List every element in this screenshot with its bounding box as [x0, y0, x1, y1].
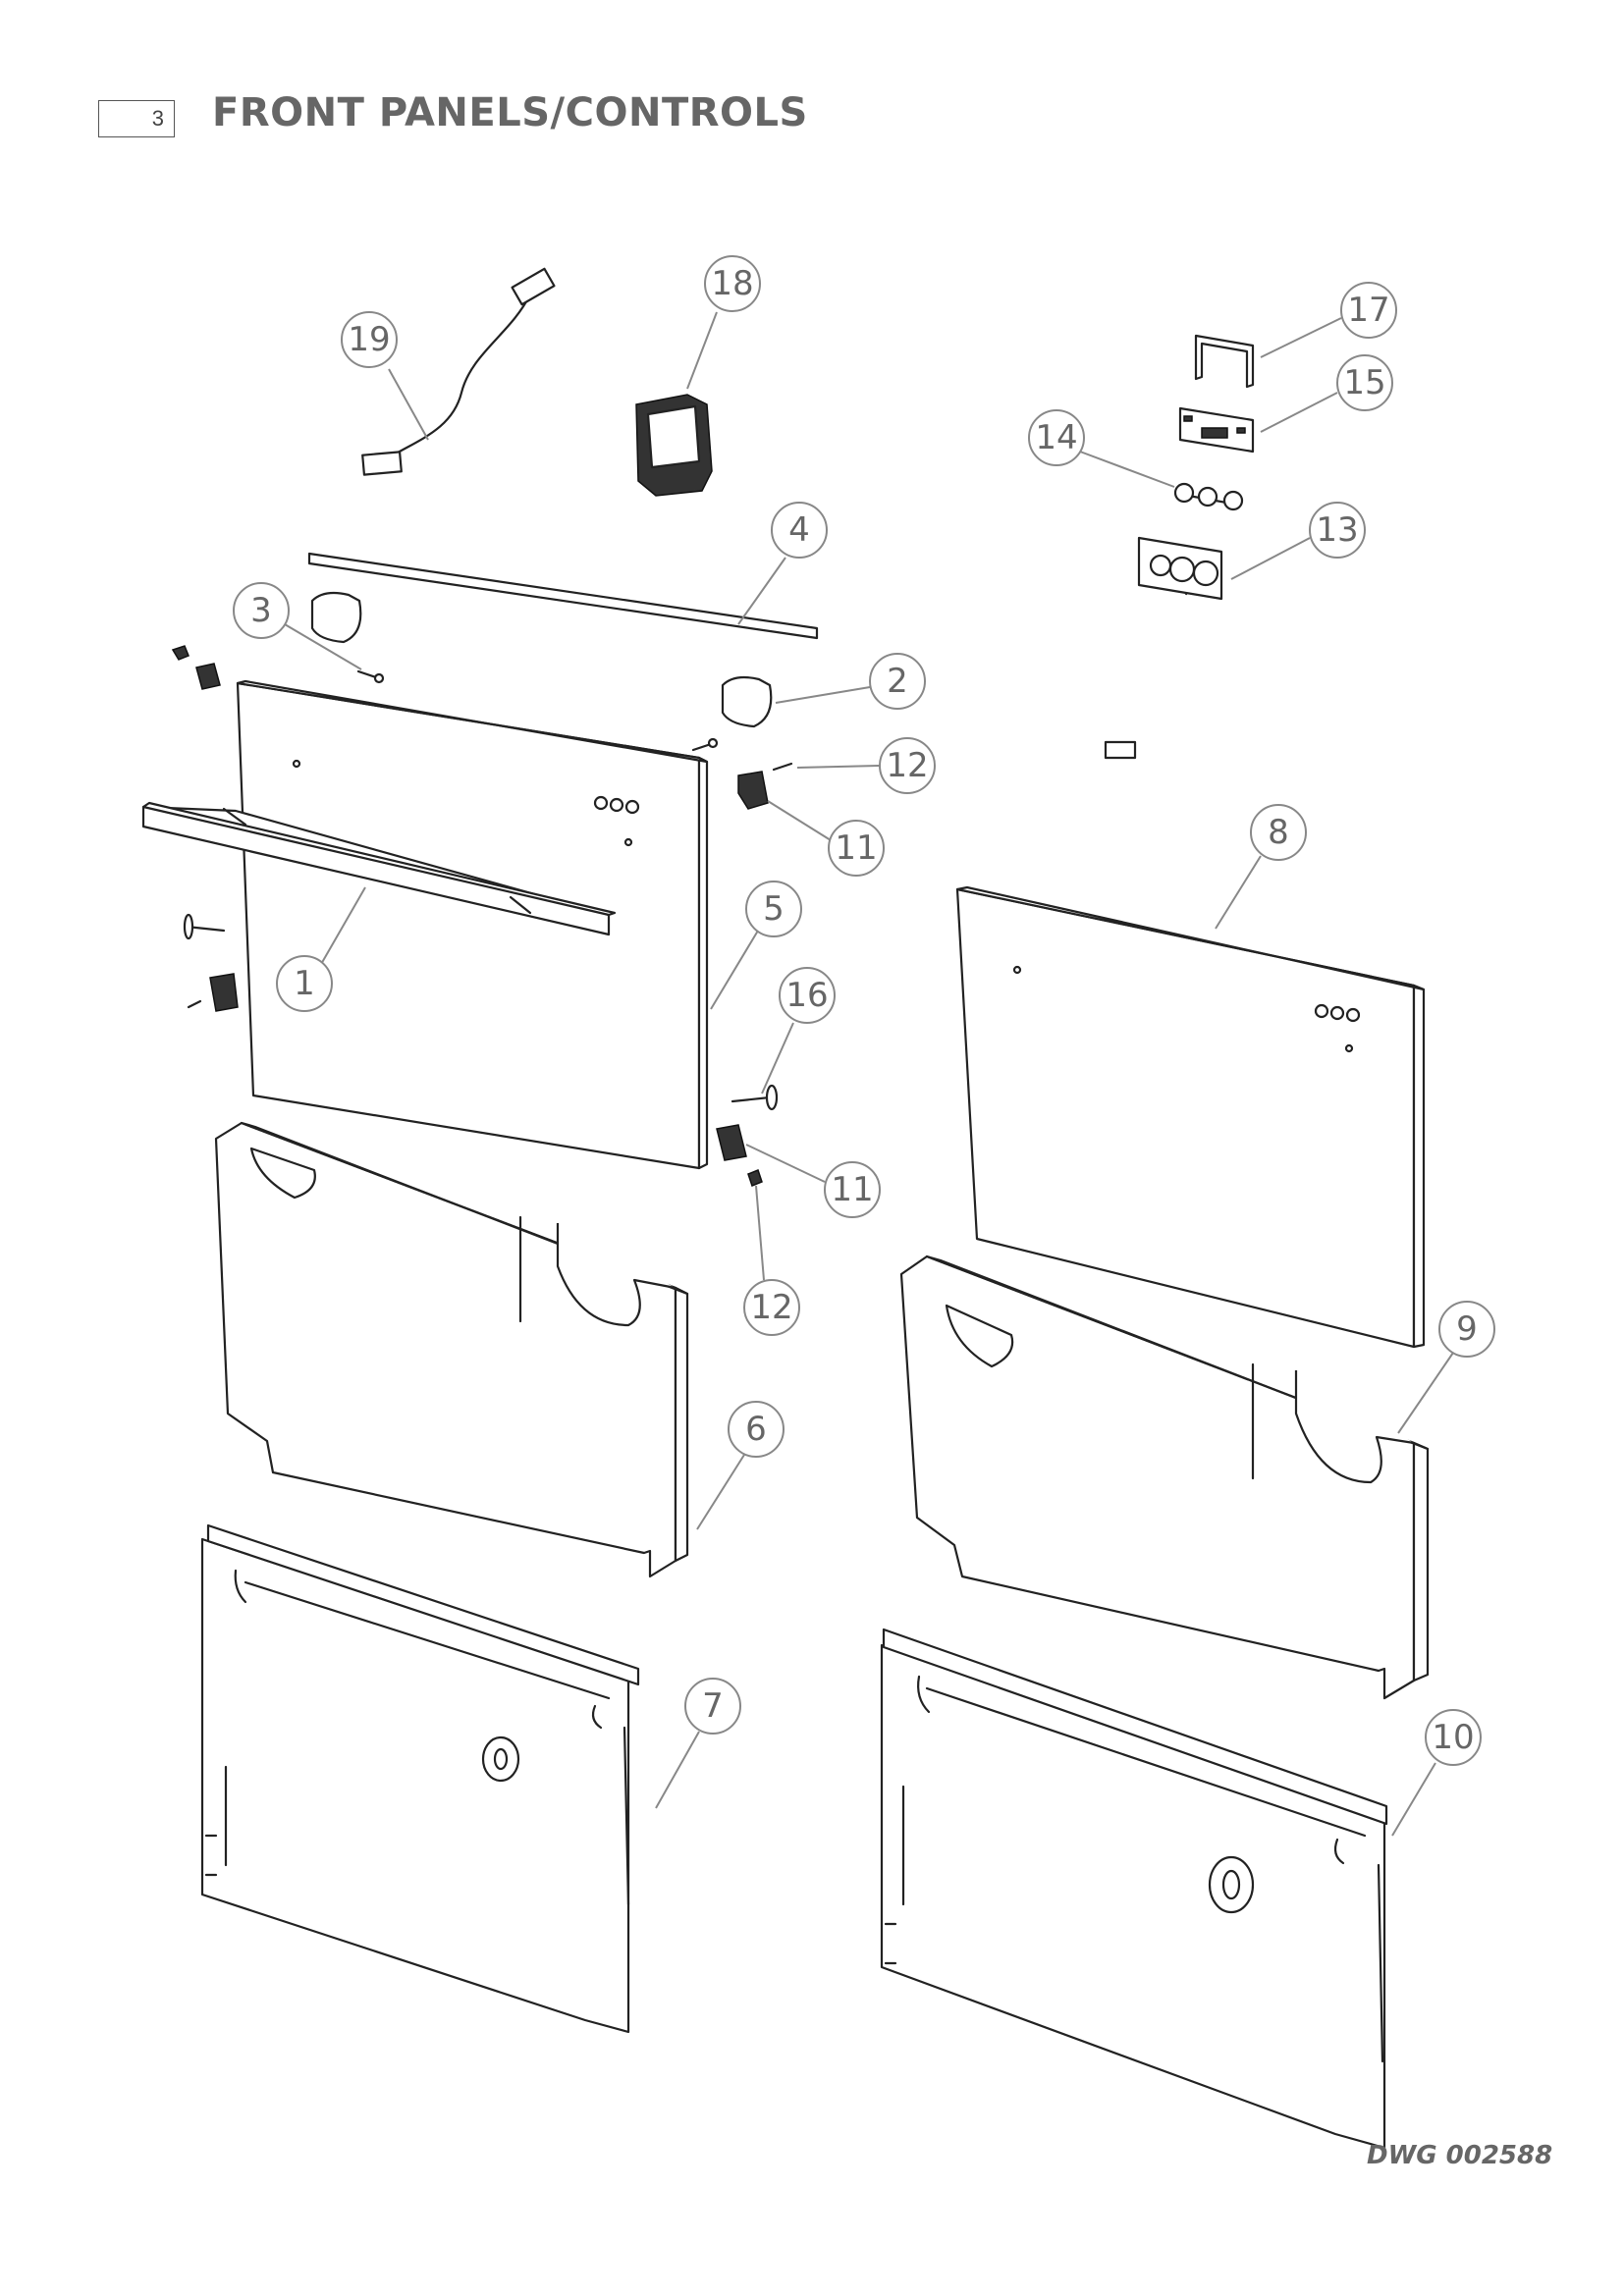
right-end-cap-part [721, 675, 773, 728]
svg-text:12: 12 [886, 746, 928, 785]
callout-5: 5 [710, 881, 802, 1010]
insulation-panel-left-part [214, 1121, 689, 1578]
drawing-number: DWG 002588 [1367, 2141, 1553, 2170]
buttons-part [1173, 482, 1244, 511]
callout-3: 3 [233, 582, 362, 670]
svg-text:17: 17 [1347, 291, 1389, 330]
svg-text:3: 3 [250, 591, 272, 630]
svg-text:12: 12 [750, 1288, 792, 1327]
front-door-panel-part [236, 679, 709, 1170]
svg-text:8: 8 [1268, 813, 1289, 852]
callout-11-lower: 11 [745, 1144, 881, 1218]
svg-text:11: 11 [835, 828, 877, 868]
svg-text:2: 2 [887, 662, 908, 701]
svg-text:11: 11 [831, 1170, 873, 1209]
callout-19: 19 [341, 311, 429, 441]
callout-6: 6 [696, 1401, 785, 1530]
control-pcb-part [1178, 406, 1255, 454]
handle-part [141, 801, 617, 936]
svg-text:16: 16 [785, 976, 828, 1015]
inner-door-frame-right-part [880, 1628, 1388, 2150]
callout-16: 16 [761, 967, 836, 1095]
callout-13: 13 [1230, 502, 1366, 580]
callout-15: 15 [1260, 354, 1393, 433]
svg-text:7: 7 [702, 1686, 724, 1726]
button-housing-part [1104, 536, 1223, 760]
callout-11-upper: 11 [767, 800, 885, 877]
page-title: FRONT PANELS/CONTROLS [212, 90, 808, 135]
svg-text:19: 19 [348, 320, 390, 359]
svg-text:10: 10 [1432, 1718, 1474, 1757]
callout-8: 8 [1215, 804, 1307, 930]
callout-4: 4 [737, 502, 828, 625]
svg-text:18: 18 [711, 264, 753, 303]
callout-12-upper: 12 [796, 737, 936, 794]
callout-9: 9 [1397, 1301, 1495, 1434]
section-number-box: 3 [98, 100, 175, 137]
svg-text:1: 1 [294, 964, 315, 1003]
top-strip-part [307, 552, 819, 640]
svg-text:14: 14 [1035, 418, 1077, 457]
controller-module-part [635, 394, 713, 497]
callout-2: 2 [775, 653, 926, 710]
front-door-panel-right-part [955, 885, 1426, 1349]
bracket-part [1194, 334, 1255, 389]
callout-1: 1 [276, 886, 366, 1012]
small-fasteners [171, 645, 793, 1187]
insulation-panel-right-part [899, 1255, 1430, 1700]
callout-18: 18 [686, 255, 761, 390]
left-end-cap-part [310, 591, 362, 644]
callout-14: 14 [1028, 409, 1175, 488]
callout-7: 7 [655, 1678, 741, 1809]
inner-door-frame-left-part [200, 1523, 640, 2034]
svg-text:5: 5 [763, 889, 785, 929]
callout-12-lower: 12 [743, 1185, 800, 1336]
svg-text:15: 15 [1343, 363, 1385, 402]
svg-text:9: 9 [1456, 1309, 1478, 1349]
wiring-harness-part [361, 267, 556, 476]
callout-17: 17 [1260, 282, 1397, 358]
svg-text:4: 4 [788, 510, 810, 550]
callout-10: 10 [1391, 1709, 1482, 1837]
svg-text:13: 13 [1316, 510, 1358, 550]
svg-text:6: 6 [745, 1410, 767, 1449]
